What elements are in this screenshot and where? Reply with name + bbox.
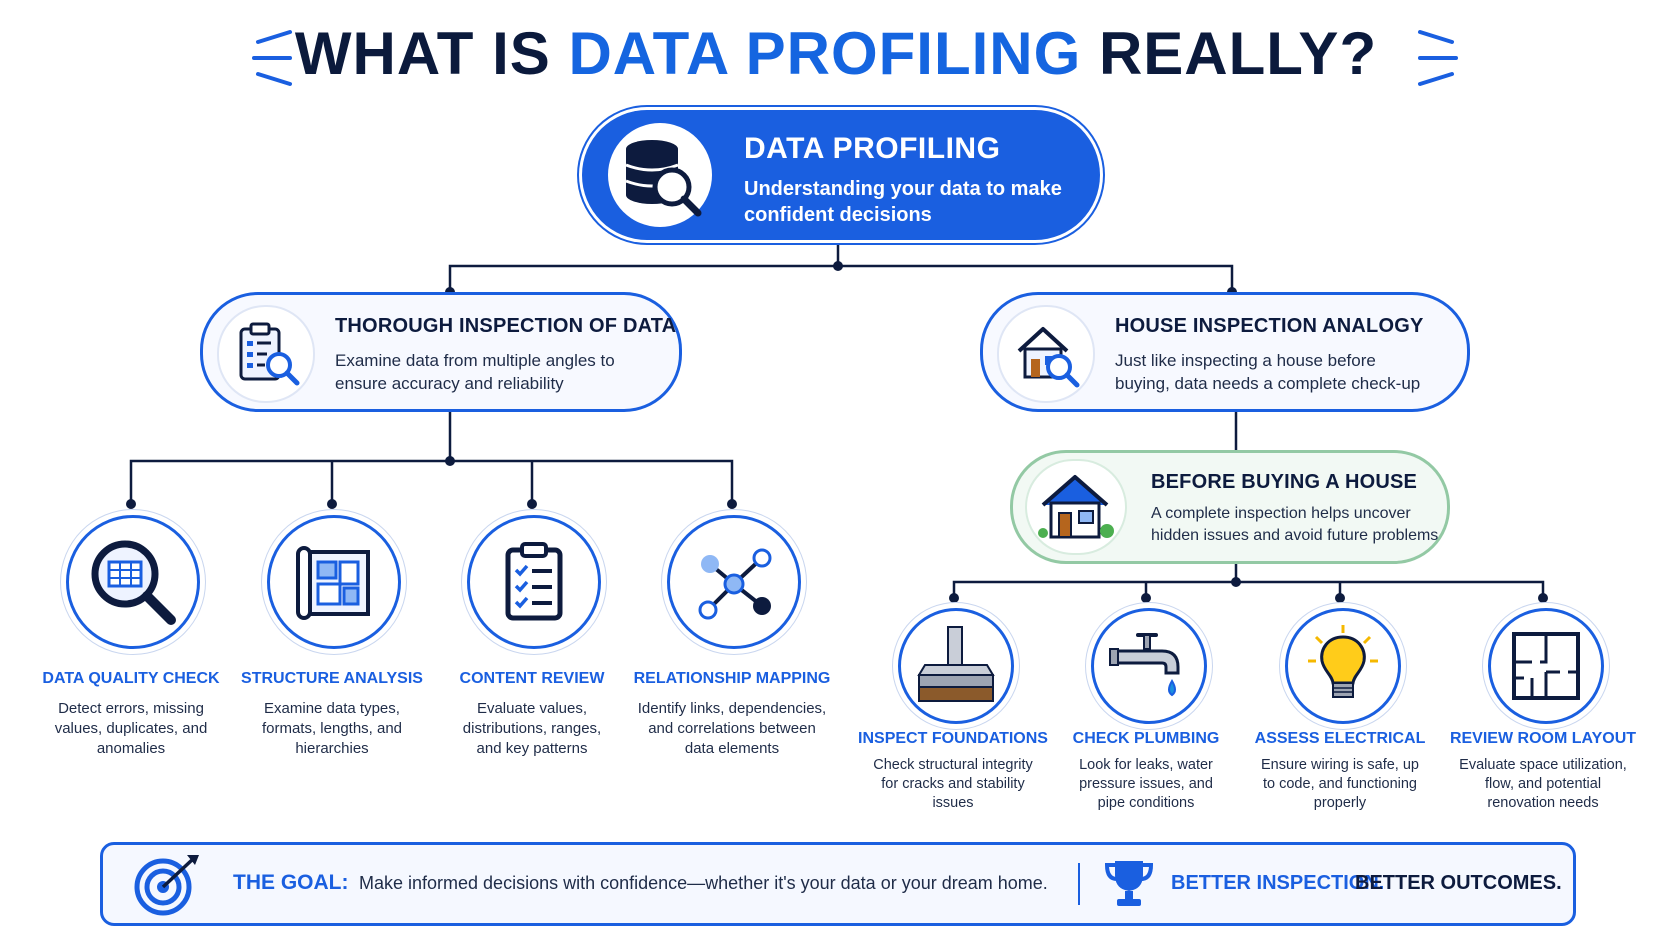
item-label-data-quality-check: DATA QUALITY CHECK (42, 670, 220, 687)
right-branch-heading: HOUSE INSPECTION ANALOGY (1115, 315, 1424, 337)
faucet-icon (1091, 608, 1207, 724)
item-desc-assess-electrical: Ensure wiring is safe, up to code, and f… (1261, 757, 1419, 811)
root-subtitle: Understanding your data to make confiden… (744, 178, 1062, 226)
item-label-assess-electrical: ASSESS ELECTRICAL (1254, 730, 1426, 747)
right-branch-node: HOUSE INSPECTION ANALOGY Just like inspe… (980, 292, 1470, 412)
title-part-3: REALLY? (1081, 20, 1378, 87)
left-branch-node: THOROUGH INSPECTION OF DATA Examine data… (200, 292, 682, 412)
item-label-review-room-layout: REVIEW ROOM LAYOUT (1449, 730, 1637, 747)
item-desc-inspect-foundations: Check structural integrity for cracks an… (873, 757, 1033, 811)
floor-plan-icon (1488, 608, 1604, 724)
clipboard-search-icon (217, 305, 315, 403)
target-arrow-icon (134, 855, 199, 916)
left-branch-desc: Examine data from multiple angles to ens… (335, 351, 615, 393)
item-label-relationship-mapping: RELATIONSHIP MAPPING (633, 670, 831, 687)
page-title: WHAT IS DATA PROFILING REALLY? (0, 14, 1672, 94)
house-search-icon (997, 305, 1095, 403)
clipboard-checklist-icon (467, 515, 601, 649)
lightbulb-icon (1285, 608, 1401, 724)
goal-banner: THE GOAL: Make informed decisions with c… (100, 842, 1576, 926)
item-label-content-review: CONTENT REVIEW (459, 670, 605, 687)
goal-divider (1078, 863, 1080, 905)
goal-text: Make informed decisions with confidence—… (359, 873, 1048, 893)
item-label-check-plumbing: CHECK PLUMBING (1072, 730, 1220, 747)
before-buying-heading: BEFORE BUYING A HOUSE (1151, 471, 1418, 493)
tagline-better-inspection: BETTER INSPECTION. (1171, 872, 1385, 894)
right-branch-desc: Just like inspecting a house before buyi… (1115, 351, 1421, 393)
magnifier-table-icon (66, 515, 200, 649)
title-part-1: WHAT IS (294, 20, 569, 87)
item-desc-relationship-mapping: Identify links, dependencies, and correl… (637, 700, 827, 757)
item-desc-structure-analysis: Examine data types, formats, lengths, an… (261, 700, 403, 757)
root-heading: DATA PROFILING (744, 132, 1001, 165)
item-desc-review-room-layout: Evaluate space utilization, flow, and po… (1459, 757, 1627, 811)
before-buying-desc: A complete inspection helps uncover hidd… (1151, 505, 1439, 544)
trophy-icon (1104, 861, 1154, 906)
before-buying-node: BEFORE BUYING A HOUSE A complete inspect… (1010, 450, 1450, 564)
network-nodes-icon (667, 515, 801, 649)
tagline-better-outcomes: BETTER OUTCOMES. (1355, 872, 1562, 894)
database-search-icon (608, 123, 712, 227)
item-label-inspect-foundations: INSPECT FOUNDATIONS (858, 730, 1048, 747)
item-label-structure-analysis: STRUCTURE ANALYSIS (241, 670, 423, 687)
item-desc-data-quality-check: Detect errors, missing values, duplicate… (54, 700, 208, 757)
left-decoration-icon (252, 30, 292, 86)
title-part-2: DATA PROFILING (568, 20, 1082, 87)
item-desc-content-review: Evaluate values, distributions, ranges, … (462, 700, 602, 757)
item-desc-check-plumbing: Look for leaks, water pressure issues, a… (1079, 757, 1213, 811)
root-node-data-profiling: DATA PROFILING Understanding your data t… (582, 110, 1100, 240)
left-branch-heading: THOROUGH INSPECTION OF DATA (335, 315, 677, 337)
house-icon (1025, 459, 1127, 555)
right-decoration-icon (1418, 30, 1458, 86)
blueprint-icon (267, 515, 401, 649)
foundation-pillar-icon (898, 608, 1014, 724)
goal-label: THE GOAL: (233, 871, 349, 894)
